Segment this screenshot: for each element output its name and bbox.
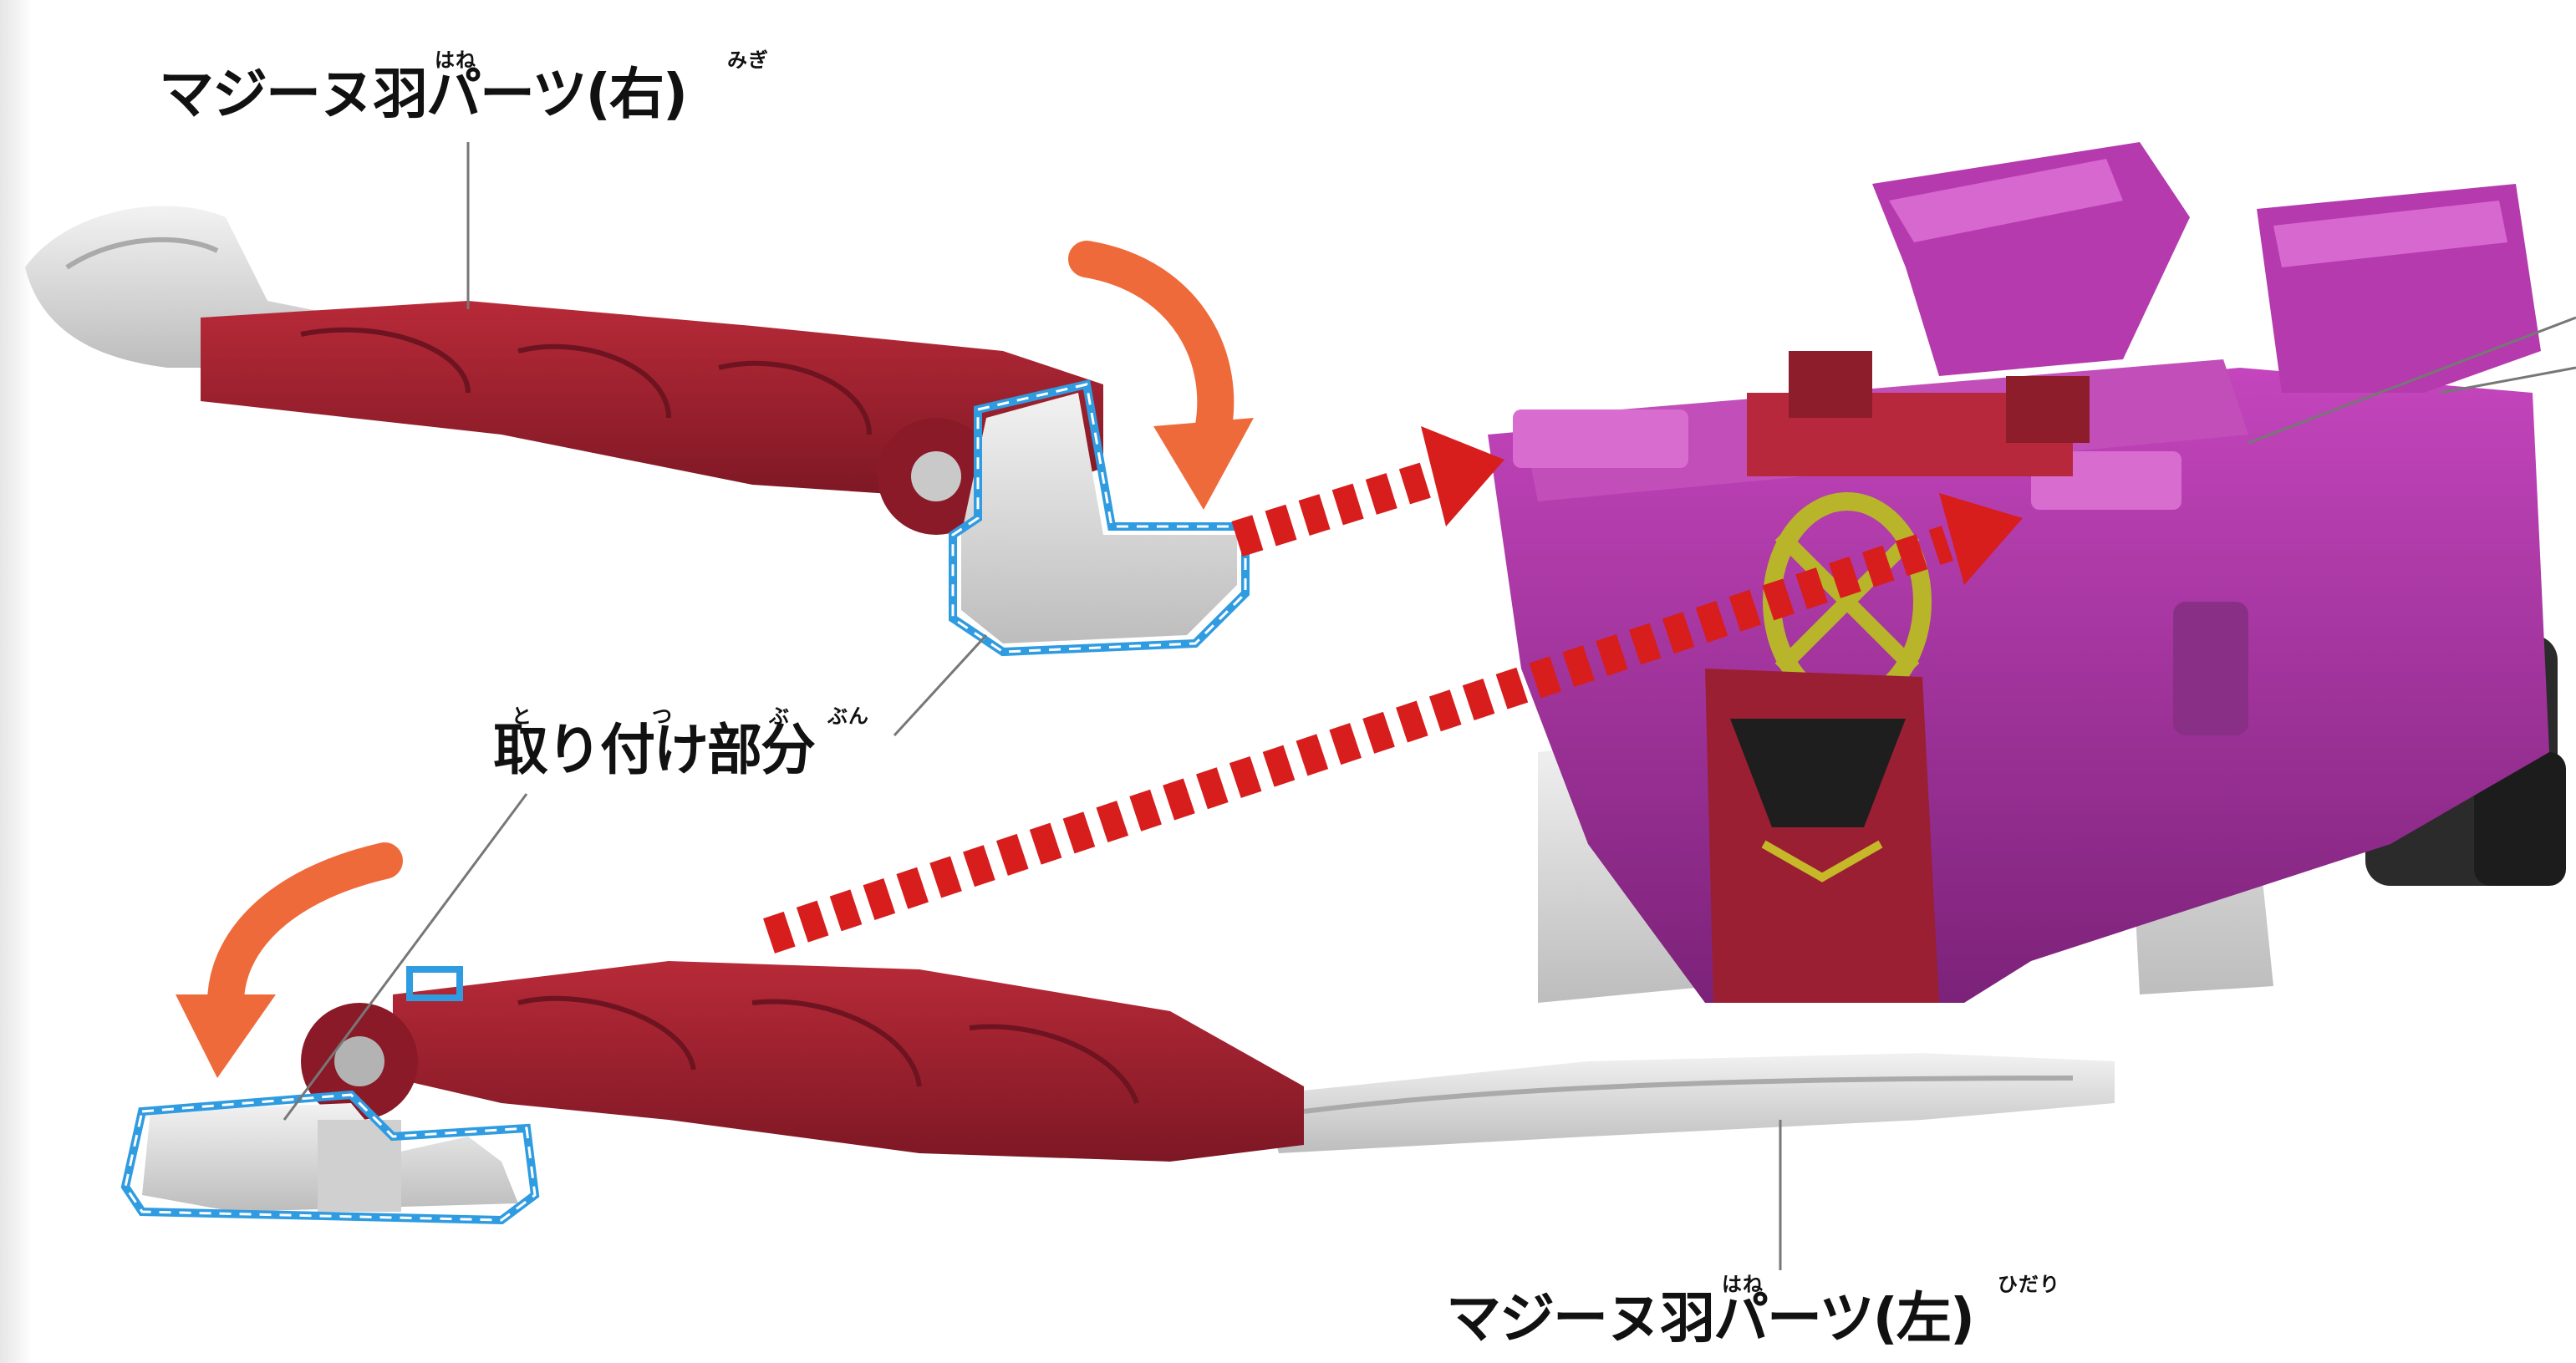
rotate-up-icon bbox=[207, 842, 403, 1021]
robot-figure bbox=[1488, 142, 2566, 1003]
wing-right-part bbox=[25, 206, 1250, 657]
ruby-hane-left: はね bbox=[1722, 1273, 1764, 1296]
leader-robot-1 bbox=[2248, 316, 2576, 445]
label-wing-left-text: マジーヌ羽パーツ(左) bbox=[1446, 1286, 1975, 1350]
label-attach-part: と つ ぶ ぶん 取り付け部分 bbox=[493, 704, 868, 782]
label-attach-part-text: 取り付け部分 bbox=[493, 718, 816, 782]
ruby-to: と bbox=[512, 704, 532, 728]
leader-attach-upper bbox=[893, 633, 988, 737]
leader-robot-2 bbox=[2440, 366, 2576, 394]
label-wing-right-text: マジーヌ羽パーツ(右) bbox=[159, 62, 688, 126]
label-wing-right: はね みぎ マジーヌ羽パーツ(右) bbox=[159, 48, 768, 126]
leader-attach-lower bbox=[283, 793, 528, 1121]
page-edge bbox=[0, 0, 32, 1363]
insert-arrow-lower-head bbox=[1939, 493, 2023, 585]
ruby-hidari: ひだり bbox=[1998, 1273, 2060, 1296]
ruby-bun: ぶん bbox=[827, 704, 869, 728]
ruby-bu: ぶ bbox=[769, 704, 790, 728]
ruby-hane-right: はね bbox=[435, 48, 476, 72]
rotate-down-arrowhead bbox=[1153, 418, 1254, 510]
rotate-down-icon bbox=[1068, 241, 1235, 453]
wing-left-part bbox=[120, 961, 2115, 1225]
rotate-up-arrowhead bbox=[176, 994, 276, 1078]
insert-arrow-upper-shaft bbox=[1231, 459, 1443, 557]
ruby-tsu: つ bbox=[652, 704, 673, 728]
label-wing-left: はね ひだり マジーヌ羽パーツ(左) bbox=[1446, 1273, 2059, 1350]
ruby-migi: みぎ bbox=[727, 48, 769, 72]
insert-arrow-upper-head bbox=[1421, 426, 1504, 526]
insert-arrow-lower-shaft bbox=[763, 526, 1953, 954]
